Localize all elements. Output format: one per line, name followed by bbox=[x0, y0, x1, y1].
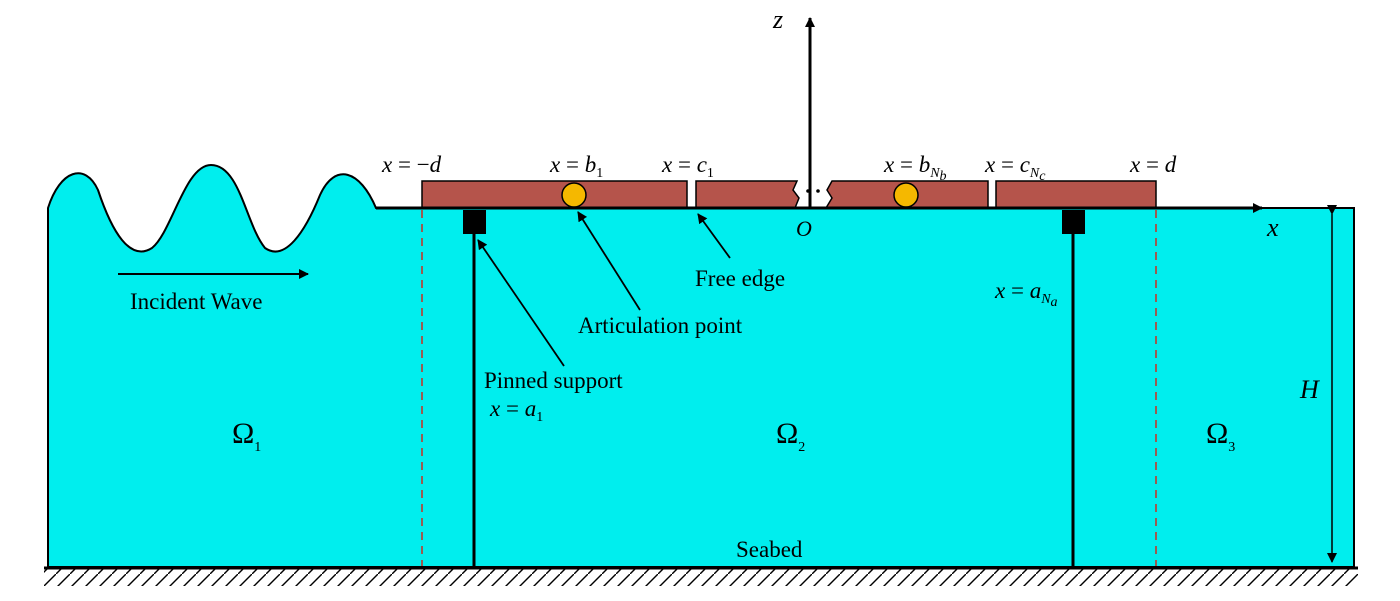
plate-continuation-dot-2 bbox=[816, 189, 820, 193]
region-omega-3: Ω3 bbox=[1206, 417, 1235, 455]
water-domain bbox=[47, 163, 1355, 568]
pinned-support-a1 bbox=[463, 210, 486, 234]
pinned-support-aN bbox=[1062, 210, 1085, 234]
region-omega-1: Ω1 bbox=[232, 417, 261, 455]
plate-segment-4 bbox=[995, 180, 1157, 209]
plate-segment-2 bbox=[695, 180, 800, 209]
label-x-aN: x = aNa bbox=[994, 278, 1058, 310]
pinned-support-label: Pinned support bbox=[484, 368, 623, 393]
articulation-point-bN bbox=[893, 182, 919, 208]
label-x-minus-d: x = −d bbox=[381, 152, 442, 177]
label-x-bN: x = bNb bbox=[883, 152, 947, 184]
articulation-point-b1 bbox=[561, 182, 587, 208]
seabed-hatch bbox=[44, 568, 1358, 586]
label-x-c1: x = c1 bbox=[661, 152, 714, 181]
seabed-label: Seabed bbox=[736, 537, 803, 562]
origin-label: O bbox=[796, 216, 812, 241]
x-axis-label: x bbox=[1266, 213, 1279, 242]
free-edge-leader-arrow bbox=[697, 213, 731, 259]
articulation-leader-arrow bbox=[577, 211, 641, 311]
depth-label: H bbox=[1299, 375, 1320, 404]
label-x-d: x = d bbox=[1129, 152, 1177, 177]
plate-segment-1 bbox=[421, 180, 688, 209]
label-x-cN: x = cNc bbox=[984, 152, 1046, 184]
label-x-a1: x = a1 bbox=[489, 396, 543, 425]
incident-wave-label: Incident Wave bbox=[130, 289, 262, 314]
z-axis-label: z bbox=[772, 5, 783, 34]
articulation-point-label: Articulation point bbox=[578, 313, 743, 338]
free-edge-label: Free edge bbox=[695, 266, 785, 291]
region-omega-2: Ω2 bbox=[776, 417, 805, 455]
label-x-b1: x = b1 bbox=[549, 152, 603, 181]
pinned-support-leader-arrow bbox=[477, 239, 565, 367]
